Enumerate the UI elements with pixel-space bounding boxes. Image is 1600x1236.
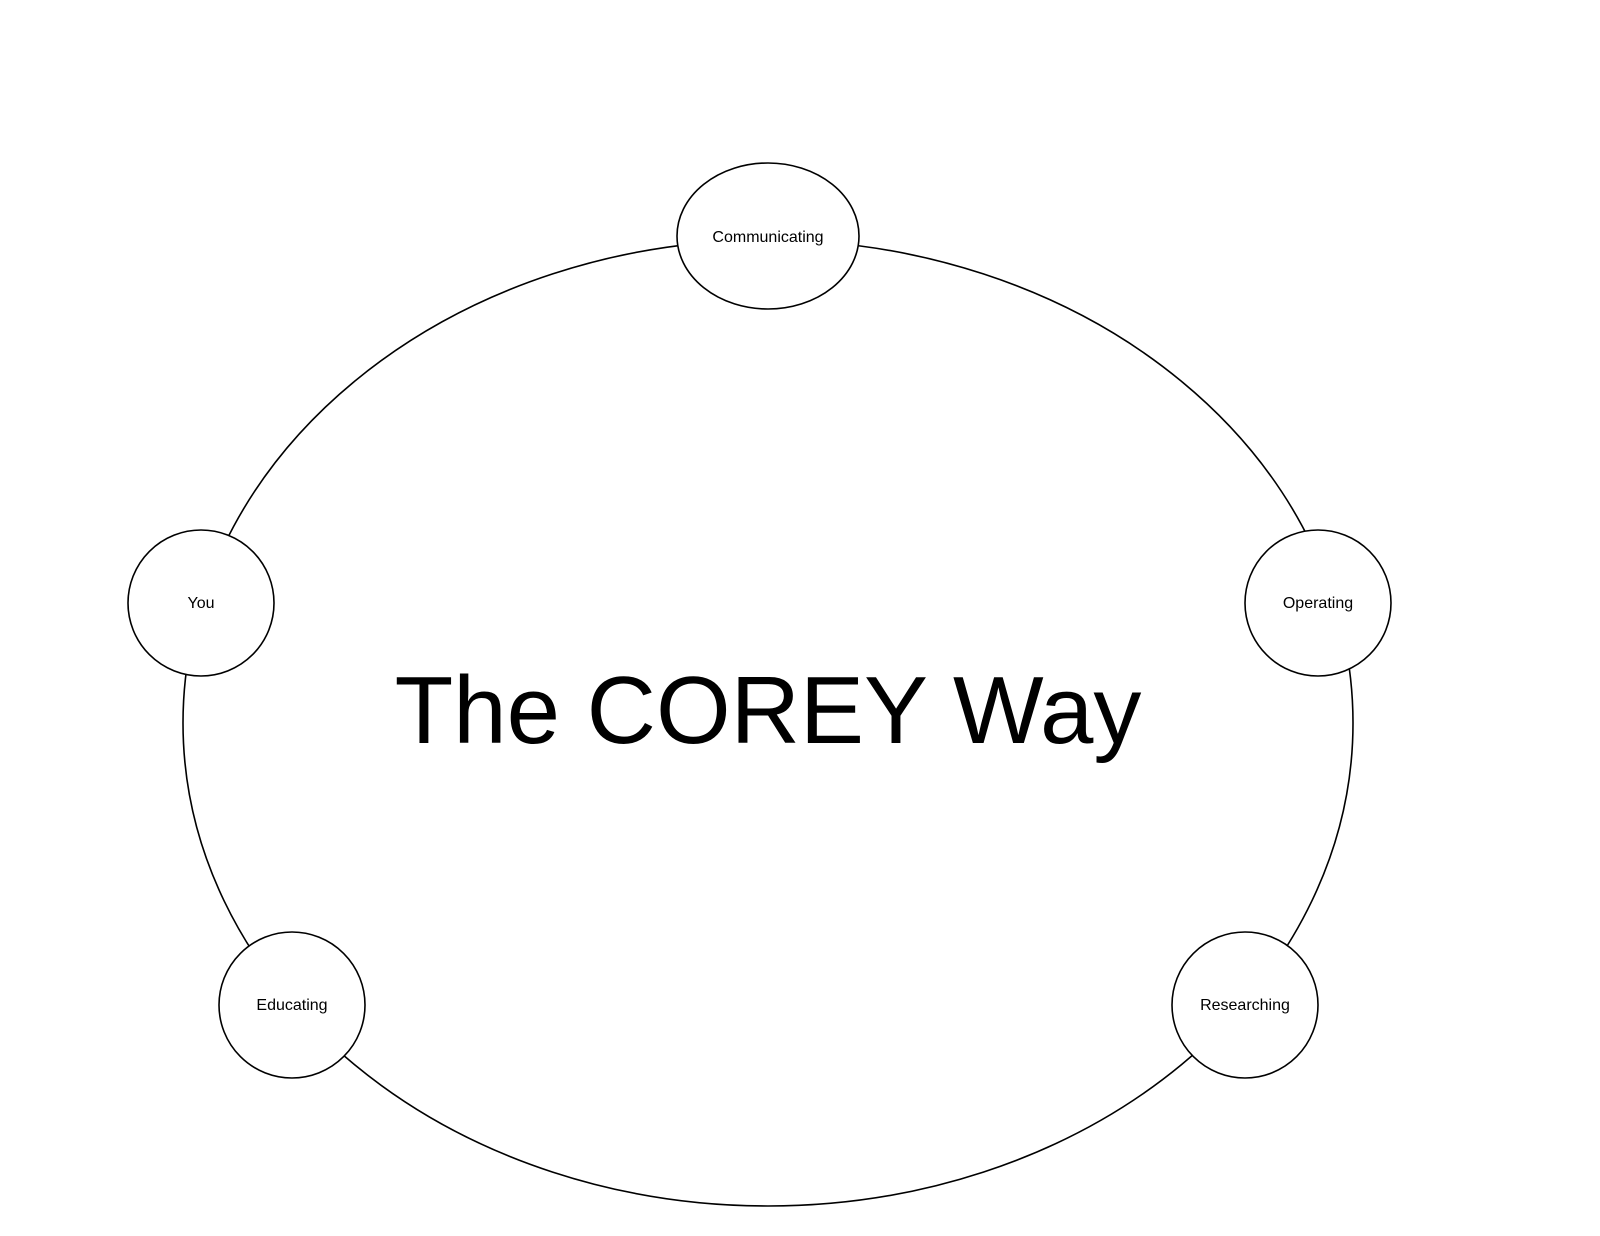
node-educating-label: Educating — [256, 997, 327, 1014]
node-operating-label: Operating — [1283, 595, 1353, 612]
node-operating[interactable]: Operating — [1244, 529, 1392, 677]
node-operating-circle — [1244, 529, 1392, 677]
node-you-label: You — [188, 595, 215, 612]
node-educating-circle — [218, 931, 366, 1079]
diagram-title: The COREY Way — [395, 657, 1142, 764]
node-communicating-circle — [676, 162, 860, 310]
node-educating[interactable]: Educating — [218, 931, 366, 1079]
node-researching-label: Researching — [1200, 997, 1290, 1014]
node-researching[interactable]: Researching — [1171, 931, 1319, 1079]
node-you[interactable]: You — [127, 529, 275, 677]
node-communicating-label: Communicating — [712, 229, 823, 246]
node-communicating[interactable]: Communicating — [676, 162, 860, 310]
node-researching-circle — [1171, 931, 1319, 1079]
node-you-circle — [127, 529, 275, 677]
